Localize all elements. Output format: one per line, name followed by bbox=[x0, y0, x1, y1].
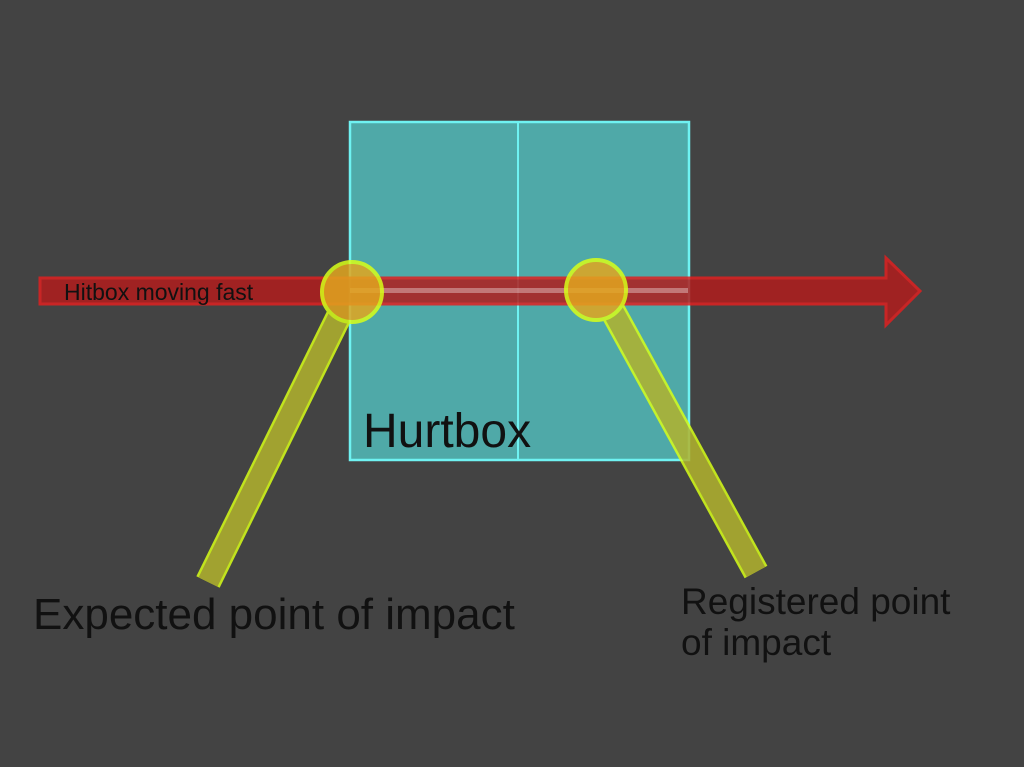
registered-impact-label-line2: of impact bbox=[681, 622, 832, 663]
expected-pointer bbox=[198, 301, 354, 587]
expected-impact-marker bbox=[196, 260, 384, 588]
registered-pointer bbox=[600, 300, 766, 578]
arrow-label: Hitbox moving fast bbox=[64, 279, 254, 305]
hitbox-arrow bbox=[38, 254, 923, 329]
registered-impact-marker bbox=[564, 258, 768, 579]
hurtbox-label: Hurtbox bbox=[363, 405, 531, 458]
arrow-trail-highlight bbox=[350, 288, 688, 293]
arrow-shape bbox=[38, 254, 923, 329]
registered-impact-label-line1: Registered point bbox=[681, 581, 951, 622]
expected-impact-circle bbox=[320, 260, 384, 324]
registered-impact-circle bbox=[564, 258, 628, 322]
expected-impact-label: Expected point of impact bbox=[33, 590, 515, 639]
